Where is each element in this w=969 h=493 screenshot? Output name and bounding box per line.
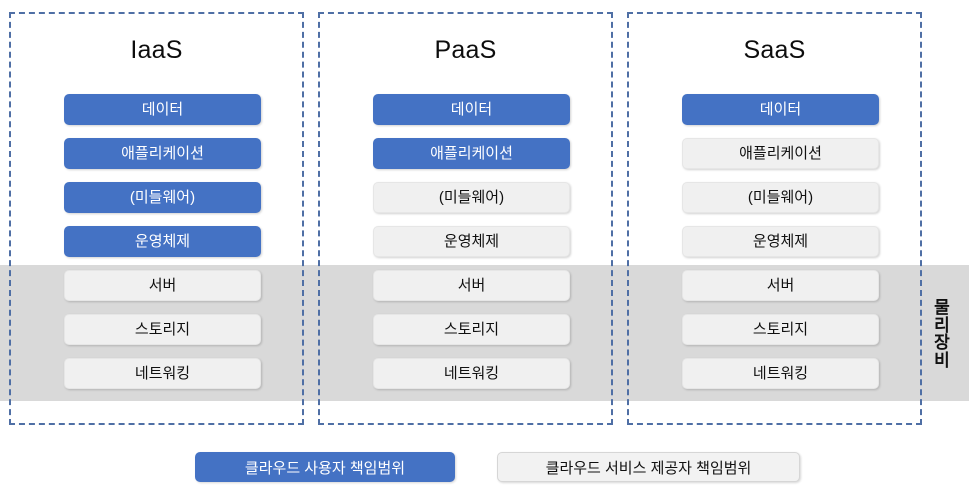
layer-iaas-3: (미들웨어) — [64, 182, 261, 213]
layer-saas-1: 데이터 — [682, 94, 879, 125]
layer-iaas-7: 네트워킹 — [64, 358, 261, 389]
layer-paas-2: 애플리케이션 — [373, 138, 570, 169]
layer-saas-2: 애플리케이션 — [682, 138, 879, 169]
physical-equipment-label: 물 리 장 비 — [925, 272, 959, 396]
physical-label-char-2: 리 — [934, 315, 950, 335]
layer-paas-5: 서버 — [373, 270, 570, 301]
layer-saas-5: 서버 — [682, 270, 879, 301]
layer-saas-6: 스토리지 — [682, 314, 879, 345]
layer-saas-4: 운영체제 — [682, 226, 879, 257]
column-title-paas: PaaS — [434, 36, 497, 64]
column-title-saas: SaaS — [743, 36, 806, 64]
layer-paas-7: 네트워킹 — [373, 358, 570, 389]
layer-saas-3: (미들웨어) — [682, 182, 879, 213]
layer-saas-7: 네트워킹 — [682, 358, 879, 389]
physical-label-char-3: 장 — [934, 333, 950, 352]
column-title-iaas: IaaS — [130, 36, 183, 64]
layer-iaas-6: 스토리지 — [64, 314, 261, 345]
physical-label-char-1: 물 — [934, 298, 950, 317]
layer-iaas-4: 운영체제 — [64, 226, 261, 257]
layer-paas-3: (미들웨어) — [373, 182, 570, 213]
physical-label-char-4: 비 — [934, 350, 950, 370]
legend: 클라우드 사용자 책임범위 클라우드 서비스 제공자 책임범위 — [0, 452, 969, 484]
legend-item-user-responsibility: 클라우드 사용자 책임범위 — [195, 452, 455, 482]
layer-iaas-5: 서버 — [64, 270, 261, 301]
layer-paas-4: 운영체제 — [373, 226, 570, 257]
layer-iaas-1: 데이터 — [64, 94, 261, 125]
layer-paas-1: 데이터 — [373, 94, 570, 125]
legend-item-provider-responsibility: 클라우드 서비스 제공자 책임범위 — [497, 452, 800, 482]
layer-iaas-2: 애플리케이션 — [64, 138, 261, 169]
layer-paas-6: 스토리지 — [373, 314, 570, 345]
